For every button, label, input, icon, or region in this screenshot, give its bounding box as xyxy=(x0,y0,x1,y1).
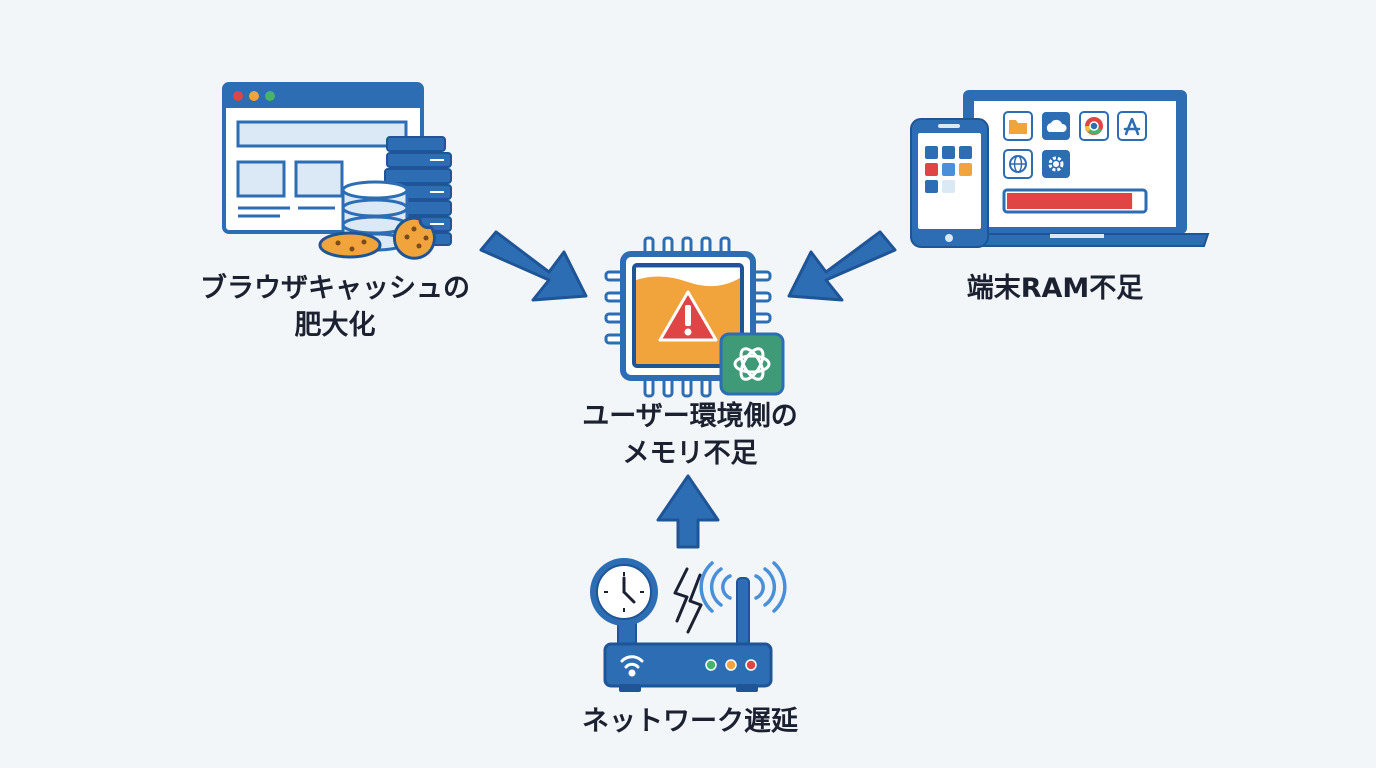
center-label-line-1: ユーザー環境側の xyxy=(582,401,798,432)
devices-icon xyxy=(910,90,1210,248)
center-label: ユーザー環境側の メモリ不足 xyxy=(560,398,820,472)
browser-cache-label-line-1: ブラウザキャッシュの xyxy=(200,273,470,304)
browser-cache-label: ブラウザキャッシュの 肥大化 xyxy=(180,270,490,344)
cloud-app-icon xyxy=(1042,112,1070,140)
browser-window-icon xyxy=(222,82,424,234)
laptop-icon xyxy=(943,90,1210,247)
gear-app-icon xyxy=(1042,150,1070,178)
globe-app-icon xyxy=(1003,149,1033,179)
lightning-broken-icon xyxy=(673,567,703,634)
folder-app-icon xyxy=(1003,111,1033,141)
smartphone-icon xyxy=(910,118,989,248)
arrow-network-to-center xyxy=(656,474,720,549)
chrome-app-icon xyxy=(1079,111,1109,141)
clock-icon xyxy=(590,558,658,645)
network-label: ネットワーク遅延 xyxy=(540,703,840,740)
center-label-line-2: メモリ不足 xyxy=(622,438,758,469)
device-ram-label-line-1: 端末RAM不足 xyxy=(966,273,1144,304)
warning-triangle-icon xyxy=(658,290,718,342)
app-store-icon xyxy=(1117,111,1147,141)
device-ram-label: 端末RAM不足 xyxy=(930,270,1180,307)
router-latency-icon xyxy=(590,558,787,692)
ram-usage-bar xyxy=(1002,188,1148,214)
ram-usage-bar-fill xyxy=(1007,193,1133,209)
arrow-browser-to-center xyxy=(479,230,588,302)
network-label-line-1: ネットワーク遅延 xyxy=(582,706,798,737)
cookie-flat-icon xyxy=(318,231,382,259)
browser-cache-label-line-2: 肥大化 xyxy=(294,310,376,341)
openai-logo-icon xyxy=(719,332,785,396)
signal-waves-icon xyxy=(699,561,787,613)
arrow-devices-to-center xyxy=(787,230,897,302)
browser-cache-icon xyxy=(222,82,452,260)
cookie-bitten-icon xyxy=(392,216,436,260)
wifi-icon xyxy=(620,655,644,677)
router-icon xyxy=(603,577,773,692)
memory-chip-warning-icon xyxy=(604,236,785,398)
